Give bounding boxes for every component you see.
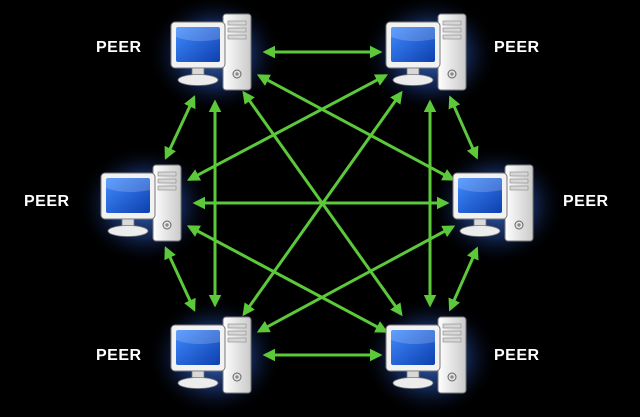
connection-arrow-top-left-to-mid-left [164,95,196,160]
peer-label-bottom-right: PEER [494,347,540,364]
desktop-computer-icon-bottom-left [170,316,252,394]
connection-arrow-top-right-to-mid-right [448,95,479,160]
connection-arrow-mid-right-to-bottom-left [256,225,456,333]
peer-label-mid-left: PEER [24,193,70,210]
peer-label-bottom-left: PEER [96,347,142,364]
desktop-computer-icon-mid-left [100,164,182,242]
desktop-computer-icon-bottom-right [385,316,467,394]
peer-label-mid-right: PEER [563,193,609,210]
peer-computers [100,13,534,394]
connection-arrow-mid-left-to-bottom-left [164,246,196,312]
desktop-computer-icon-top-right [385,13,467,91]
connection-arrows [164,45,479,362]
desktop-computer-icon-top-left [170,13,252,91]
desktop-computer-icon-mid-right [452,164,534,242]
connection-arrow-mid-right-to-bottom-right [448,246,479,312]
peer-label-top-left: PEER [96,39,142,56]
peer-label-top-right: PEER [494,39,540,56]
